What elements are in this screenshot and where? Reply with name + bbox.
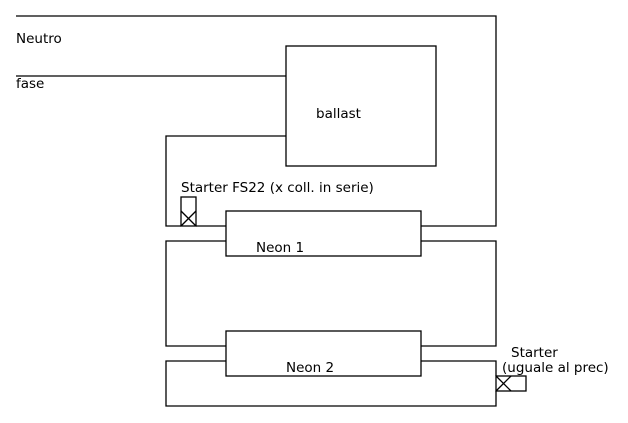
neon2-left-to-starter2-wire — [165, 360, 497, 407]
phase-label: fase — [16, 76, 45, 92]
neon1-tube — [225, 210, 422, 257]
ballast-box — [285, 45, 437, 167]
starter2-label-line1: Starter — [511, 345, 558, 361]
neon1-left-to-neon2-wire — [165, 240, 226, 347]
neutral-wire — [16, 15, 497, 227]
neutral-label: Neutro — [16, 31, 62, 47]
starter2-symbol — [495, 375, 527, 392]
starter1-symbol — [180, 196, 197, 227]
neon1-label: Neon 1 — [256, 240, 305, 256]
neon2-right-to-starter2-wire — [421, 360, 497, 376]
neon1-right-to-neon2-wire — [421, 240, 497, 347]
neon2-tube — [225, 330, 422, 377]
starter2-label-line2: (uguale al prec) — [502, 360, 609, 376]
starter1-label: Starter FS22 (x coll. in serie) — [181, 180, 374, 196]
neon2-label: Neon 2 — [286, 360, 335, 376]
ballast-to-starter1-wire — [165, 135, 286, 227]
ballast-label: ballast — [316, 106, 361, 122]
